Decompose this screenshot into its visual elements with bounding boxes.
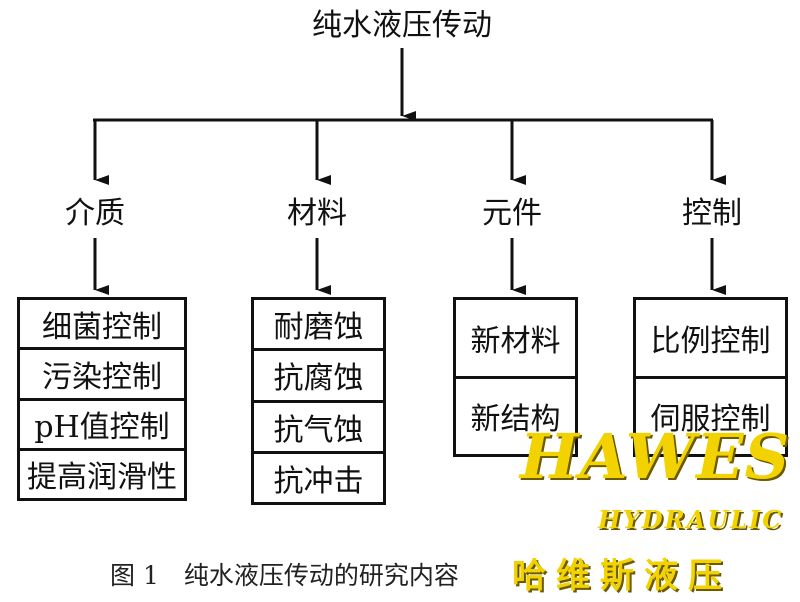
box-item: pH值控制 <box>20 401 184 451</box>
material-box: 耐磨蚀 抗腐蚀 抗气蚀 抗冲击 <box>251 297 386 505</box>
root-label: 纯水液压传动 <box>312 8 492 43</box>
box-item: 抗气蚀 <box>254 403 383 454</box>
watermark-chinese: 哈维斯液压 <box>512 556 732 596</box>
watermark-brand: HAWES <box>520 420 791 493</box>
component-box: 新材料 新结构 <box>453 297 578 457</box>
box-item: 提高润滑性 <box>27 460 177 496</box>
control-box: 比例控制 伺服控制 <box>633 297 788 457</box>
box-item: 抗冲击 <box>273 463 364 499</box>
box-item: 耐磨蚀 <box>254 300 383 352</box>
box-item: 伺服控制 <box>650 402 771 438</box>
box-item: 新结构 <box>470 402 561 438</box>
medium-box: 细菌控制 污染控制 pH值控制 提高润滑性 <box>17 297 187 501</box>
box-item: 新材料 <box>456 300 575 379</box>
category-label-component: 元件 <box>482 196 542 231</box>
figure-caption: 图 1 纯水液压传动的研究内容 <box>110 561 459 590</box>
category-label-material: 材料 <box>287 196 347 231</box>
box-item: 细菌控制 <box>20 300 184 351</box>
category-label-control: 控制 <box>682 196 742 231</box>
box-item: 污染控制 <box>20 350 184 401</box>
category-label-medium: 介质 <box>65 196 125 231</box>
box-item: 抗腐蚀 <box>254 351 383 403</box>
box-item: 比例控制 <box>636 300 785 379</box>
watermark-subtitle: HYDRAULIC <box>598 505 784 534</box>
